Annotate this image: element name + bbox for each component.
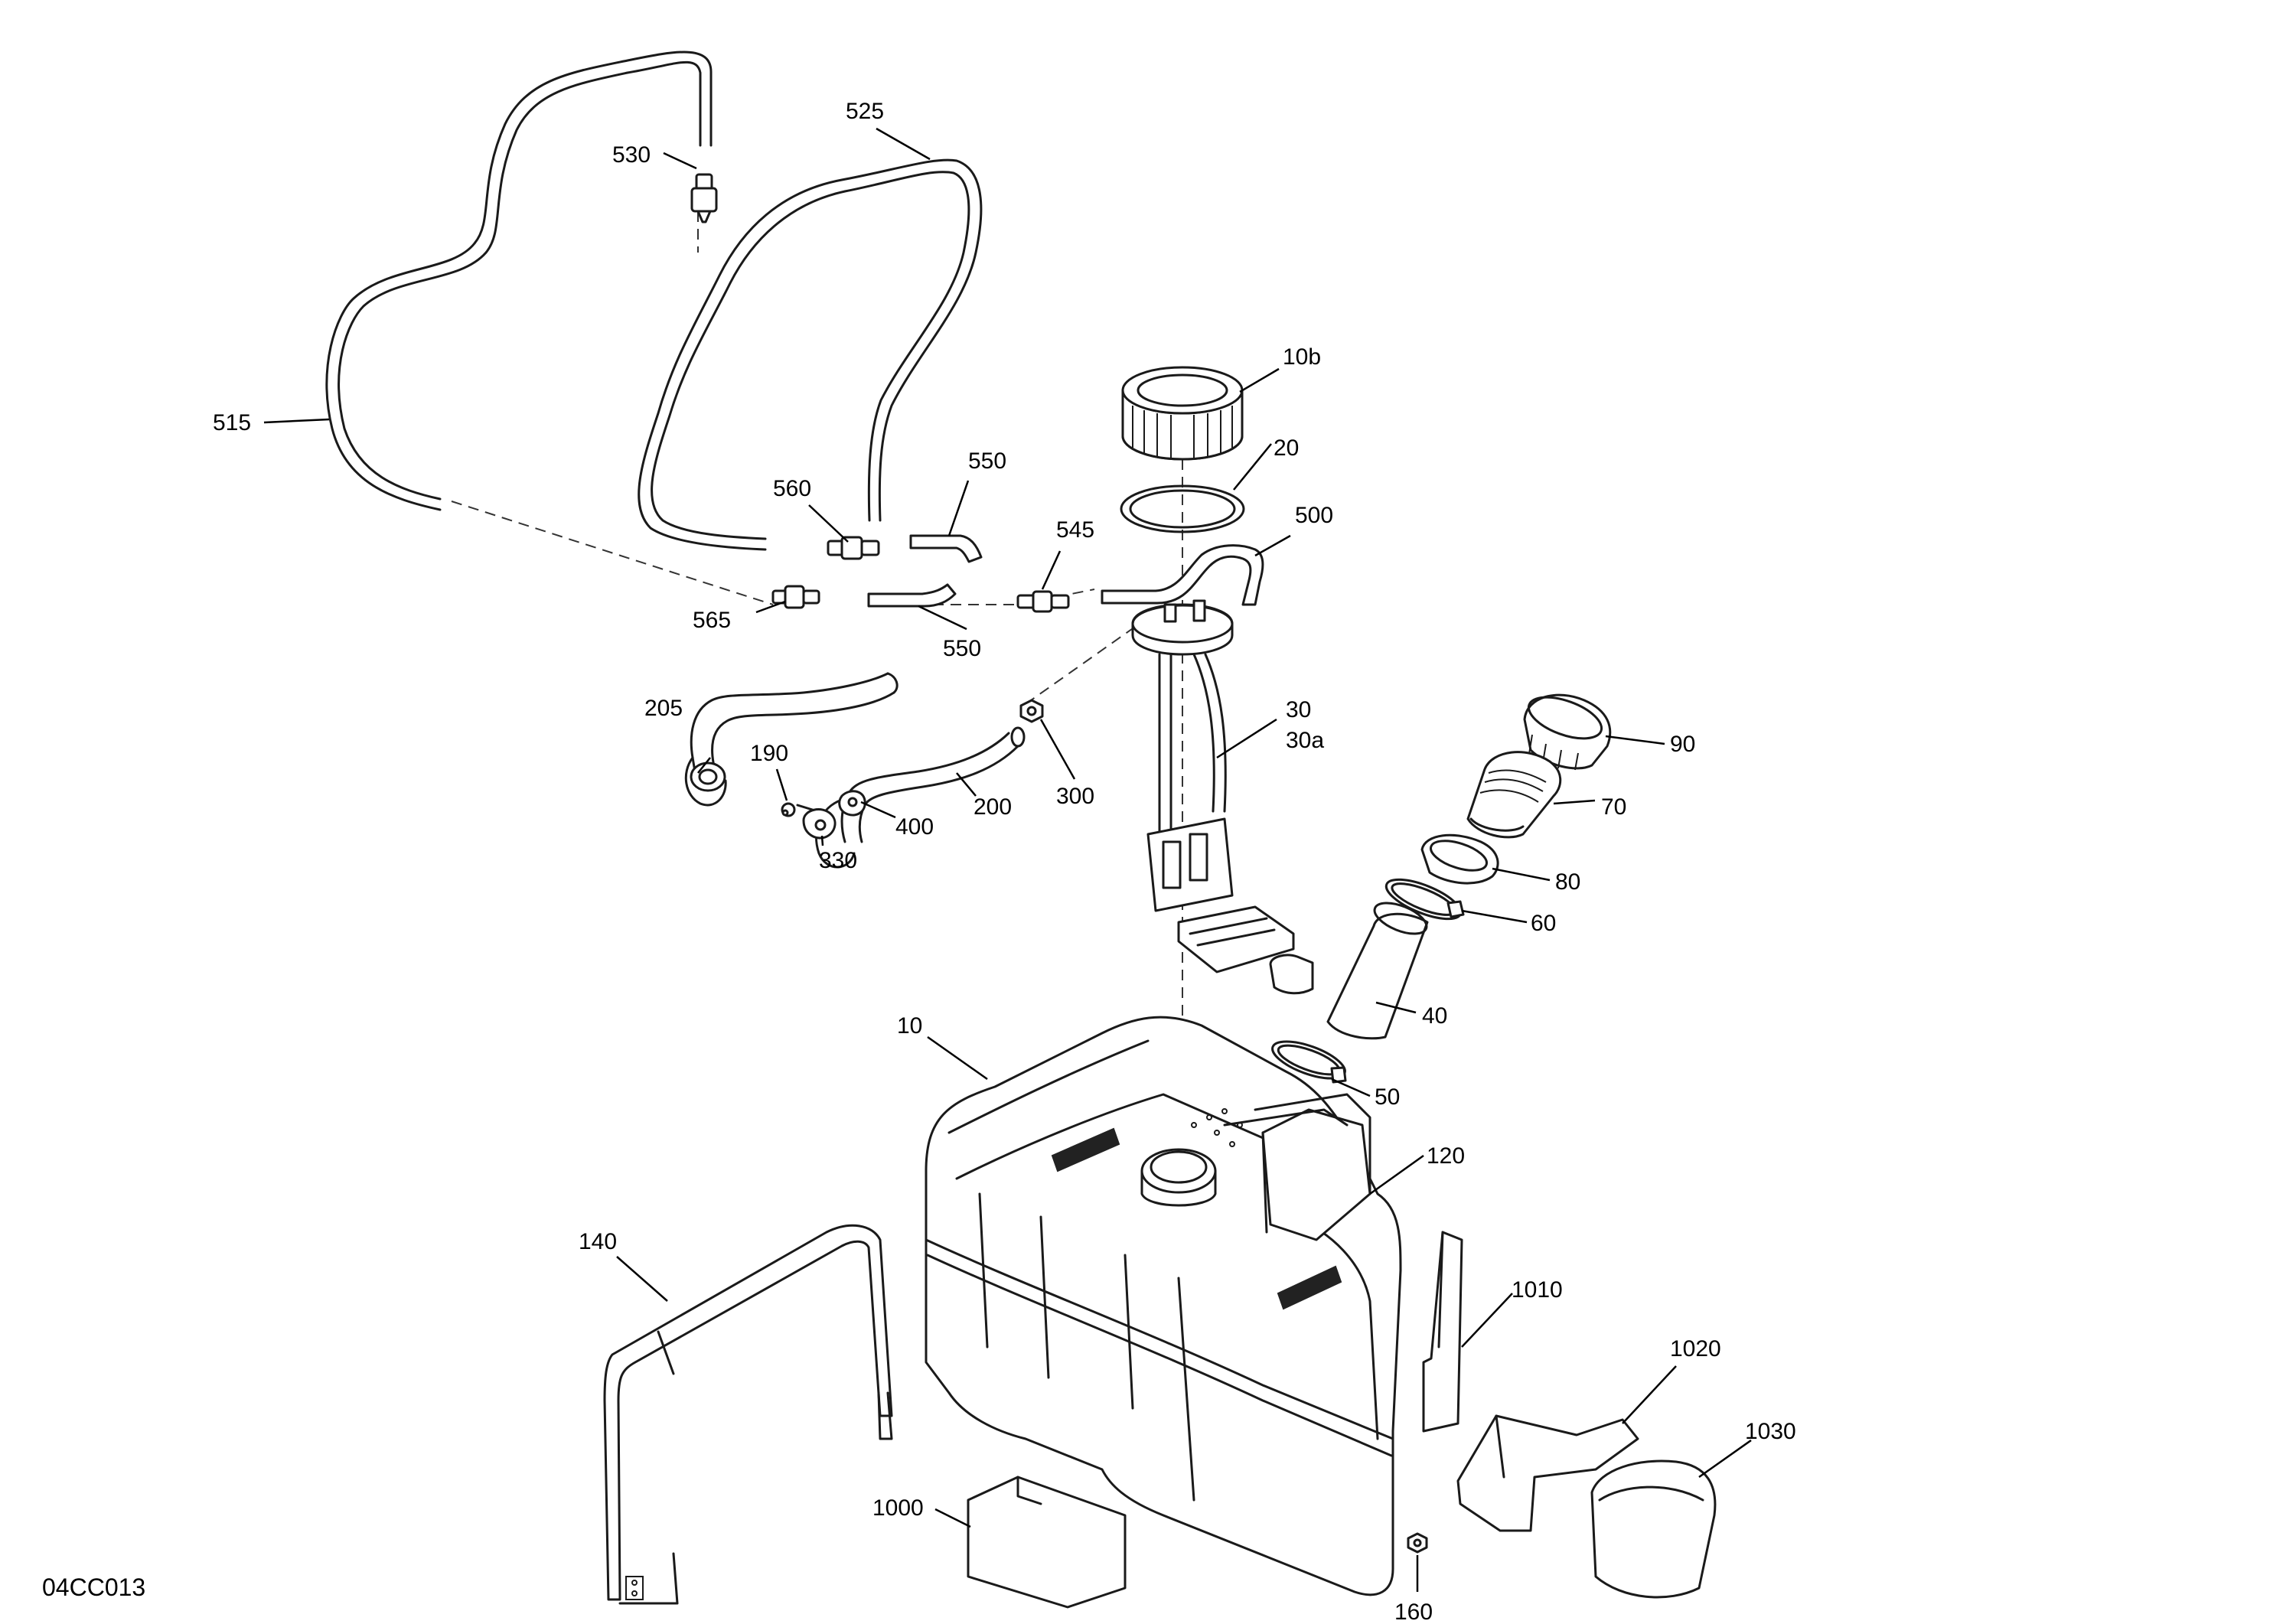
callout-10: 10: [897, 1013, 922, 1039]
hose-525: [638, 158, 983, 551]
filler-neck-70: [1466, 751, 1562, 839]
callout-10b: 10b: [1283, 344, 1321, 370]
fuel-tank-10: [925, 1016, 1402, 1596]
callout-565: 565: [693, 608, 731, 633]
callout-560: 560: [773, 476, 811, 501]
strap-140: [603, 1224, 893, 1605]
callout-300: 300: [1056, 784, 1094, 809]
callout-40: 40: [1422, 1003, 1447, 1029]
callout-140: 140: [579, 1229, 617, 1254]
strap-120: [1223, 1093, 1371, 1195]
shield-1000: [967, 1476, 1127, 1609]
nut-80: [1420, 833, 1499, 885]
callout-400: 400: [895, 814, 934, 840]
callout-190: 190: [750, 741, 788, 766]
connector-545: [1016, 590, 1070, 613]
clamp-50: [1271, 1040, 1347, 1084]
gasket-20: [1120, 484, 1245, 533]
hose-515: [325, 51, 713, 511]
shield-1020: [1456, 1414, 1639, 1532]
shield-1030: [1590, 1459, 1717, 1599]
callout-550-upper: 550: [968, 448, 1006, 474]
callout-80: 80: [1555, 869, 1580, 895]
callout-1000: 1000: [872, 1495, 924, 1521]
assembly-axis-lines: [451, 176, 1183, 1056]
callout-525: 525: [846, 99, 884, 124]
callout-1010: 1010: [1512, 1277, 1563, 1303]
nut-160: [1407, 1532, 1428, 1554]
filler-hose-40: [1326, 902, 1429, 1040]
callout-70: 70: [1601, 794, 1626, 820]
callout-500: 500: [1295, 503, 1333, 528]
callout-90: 90: [1670, 732, 1695, 757]
hose-550-lower: [867, 583, 957, 608]
filler-cap-90: [1523, 693, 1612, 771]
callout-120: 120: [1427, 1143, 1465, 1169]
fuel-pump-module-30: [1131, 599, 1314, 995]
hose-550-upper: [909, 534, 983, 563]
callout-20: 20: [1274, 435, 1299, 461]
connector-560: [827, 536, 880, 560]
clamp-60: [1384, 878, 1465, 921]
callout-60: 60: [1531, 911, 1556, 936]
callout-205: 205: [644, 696, 683, 721]
callout-labels: 515 525 530 560 550 545 565 550 500 10b …: [213, 99, 1796, 1624]
drawing-id: 04CC013: [42, 1573, 145, 1601]
clamp-400: [838, 790, 866, 817]
connector-565: [771, 585, 820, 609]
callout-30a: 30a: [1286, 728, 1324, 753]
clamp-300: [1019, 699, 1044, 723]
check-valve-530: [690, 173, 718, 223]
lock-ring-10b: [1121, 366, 1244, 461]
callout-1020: 1020: [1670, 1336, 1721, 1361]
callout-30: 30: [1286, 697, 1311, 722]
hose-205: [684, 672, 899, 807]
callout-200: 200: [974, 794, 1012, 820]
hose-500: [1101, 544, 1264, 606]
callout-530: 530: [612, 142, 651, 168]
callout-330: 330: [819, 848, 857, 873]
callout-50: 50: [1375, 1084, 1400, 1110]
callout-515: 515: [213, 410, 251, 435]
clamp-330: [802, 808, 837, 840]
callout-1030: 1030: [1745, 1419, 1796, 1444]
leader-lines: [263, 127, 1752, 1592]
shield-1010: [1422, 1231, 1463, 1433]
callout-550-lower: 550: [943, 636, 981, 661]
callout-160: 160: [1394, 1600, 1433, 1624]
callout-545: 545: [1056, 517, 1094, 543]
